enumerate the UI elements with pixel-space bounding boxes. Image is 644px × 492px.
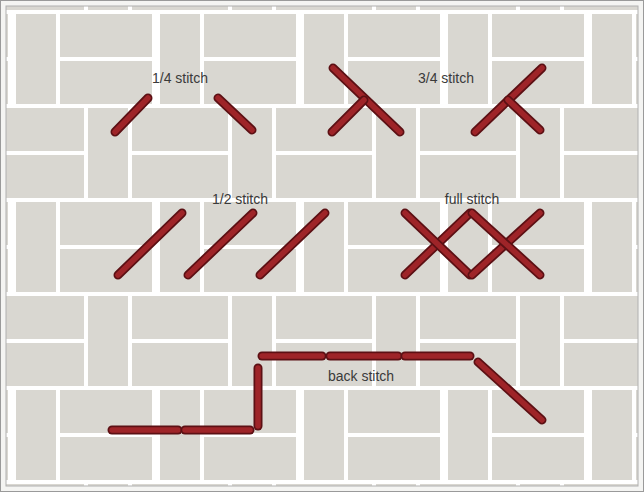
stitch (218, 98, 252, 130)
stitch (333, 68, 400, 132)
stitch (478, 362, 542, 420)
stitch (405, 352, 470, 361)
stitch (332, 100, 364, 132)
stitch (472, 213, 540, 275)
stitch-label: 1/4 stitch (152, 71, 208, 86)
stitch (185, 427, 250, 433)
stitch (254, 368, 263, 426)
stitch (508, 100, 540, 130)
stitch-label: full stitch (445, 192, 499, 207)
stitch (405, 213, 470, 275)
stitch (330, 353, 398, 359)
stitch (188, 213, 253, 275)
stitch-label: 1/2 stitch (212, 192, 268, 207)
stitch (262, 352, 322, 361)
stitch (112, 426, 178, 435)
stitch-label: 3/4 stitch (418, 71, 474, 86)
stitch (260, 213, 325, 275)
stitch (260, 213, 325, 275)
stitch (475, 68, 542, 132)
stitch (218, 98, 252, 130)
stitch (330, 352, 398, 361)
stitch-lines (112, 68, 542, 430)
stitch (185, 426, 250, 435)
stitch (405, 353, 470, 359)
stitch (405, 213, 470, 275)
stitch (262, 353, 322, 359)
stitch (255, 368, 261, 426)
stitch (475, 68, 542, 132)
stitch (472, 213, 540, 275)
stitch (332, 100, 364, 132)
stitch (115, 98, 148, 132)
stitch (472, 213, 540, 275)
stitch (405, 213, 470, 275)
stitch (405, 213, 470, 275)
stitch-label: back stitch (328, 369, 394, 384)
stitch (472, 213, 540, 275)
stitch (508, 100, 540, 130)
stitch (188, 213, 253, 275)
stitch (115, 98, 148, 132)
stitch (333, 68, 400, 132)
stitch (478, 362, 542, 420)
stitch (118, 213, 182, 275)
stitch (118, 213, 182, 275)
stitch (112, 427, 178, 433)
